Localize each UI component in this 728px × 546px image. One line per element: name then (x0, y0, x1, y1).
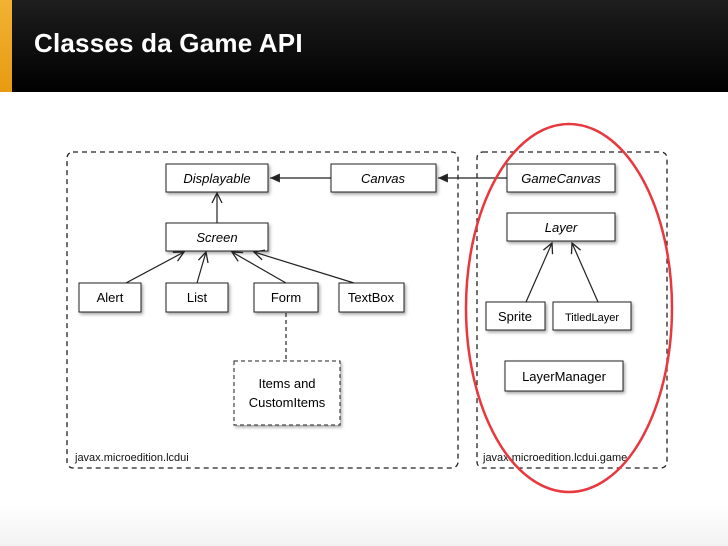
class-alert-label: Alert (97, 290, 124, 305)
class-list: List (165, 282, 229, 313)
class-form: Form (253, 282, 319, 313)
class-canvas-label: Canvas (361, 171, 406, 186)
class-canvas: Canvas (330, 163, 437, 193)
class-textbox-label: TextBox (348, 290, 395, 305)
class-gamecanvas: GameCanvas (506, 163, 616, 193)
class-displayable: Displayable (165, 163, 269, 193)
arrow-form-screen (232, 252, 287, 284)
class-layer-label: Layer (545, 220, 578, 235)
class-tiledlayer-label: TitledLayer (565, 312, 619, 324)
slide-title: Classes da Game API (34, 28, 303, 58)
package-game-frame (476, 151, 668, 469)
class-gamecanvas-label: GameCanvas (521, 171, 601, 186)
title-bar: Classes da Game API (0, 0, 728, 92)
highlight-ellipse (464, 122, 674, 494)
class-sprite-label: Sprite (498, 309, 532, 324)
class-layer: Layer (506, 212, 616, 242)
class-alert: Alert (78, 282, 142, 313)
class-diagram: Displayable Canvas Screen Alert List For… (66, 151, 668, 469)
arrow-alert-screen (125, 252, 184, 284)
package-game-label: javax.microedition.lcdui.game (482, 452, 627, 464)
class-tiledlayer: TitledLayer (552, 301, 632, 331)
class-screen: Screen (165, 222, 269, 252)
class-list-label: List (187, 290, 208, 305)
arrow-sprite-layer (525, 243, 552, 303)
arrow-list-screen (196, 252, 206, 284)
title-accent-bar (0, 0, 12, 92)
class-form-label: Form (271, 290, 301, 305)
package-lcdui-frame (66, 151, 459, 469)
package-lcdui-label: javax.microedition.lcdui (74, 452, 189, 464)
class-items: Items and CustomItems (233, 360, 341, 426)
class-items-label-line2: CustomItems (249, 395, 326, 410)
class-displayable-label: Displayable (183, 171, 250, 186)
class-layermanager: LayerManager (504, 360, 624, 392)
class-sprite: Sprite (485, 301, 546, 331)
bottom-fade (0, 506, 728, 546)
diagram-panel: Displayable Canvas Screen Alert List For… (54, 143, 676, 486)
class-screen-label: Screen (196, 230, 237, 245)
class-layermanager-label: LayerManager (522, 369, 606, 384)
class-items-label-line1: Items and (258, 376, 315, 391)
class-textbox: TextBox (338, 282, 405, 313)
arrow-textbox-screen (254, 252, 355, 284)
arrow-tiledlayer-layer (572, 243, 599, 303)
